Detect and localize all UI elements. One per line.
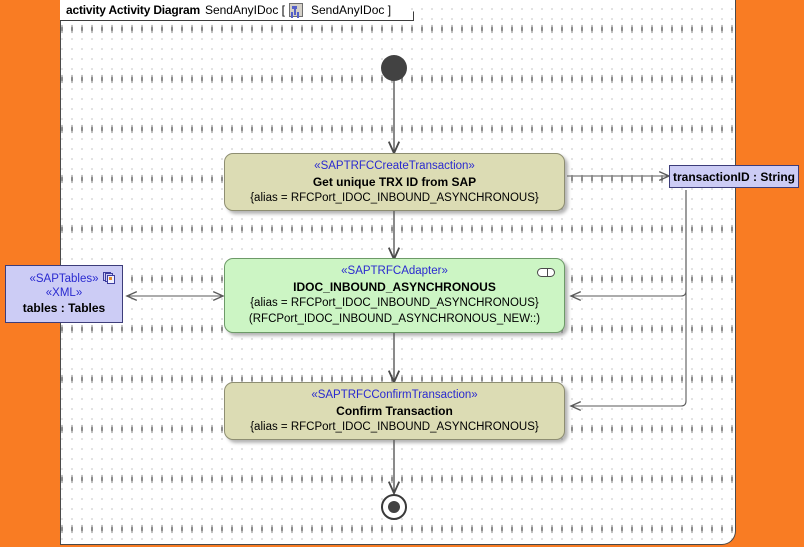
frame-title-bar: activity Activity Diagram SendAnyIDoc [ … [60, 0, 414, 21]
action-properties-secondary: (RFCPort_IDOC_INBOUND_ASYNCHRONOUS_NEW::… [248, 313, 541, 325]
object-stereotype-primary: «SAPTables» [29, 273, 99, 285]
object-node-tables[interactable]: «SAPTables» «XML» tables : Tables [5, 265, 123, 323]
activity-final-node[interactable] [381, 494, 407, 520]
action-stereotype: «SAPTRFCCreateTransaction» [314, 159, 475, 172]
object-label: tables : Tables [22, 301, 106, 315]
action-properties: {alias = RFCPort_IDOC_INBOUND_ASYNCHRONO… [250, 191, 539, 204]
port-icon [537, 268, 555, 277]
action-idoc-inbound-asynchronous[interactable]: «SAPTRFCAdapter» IDOC_INBOUND_ASYNCHRONO… [224, 258, 565, 333]
action-label: IDOC_INBOUND_ASYNCHRONOUS [293, 280, 496, 294]
action-stereotype: «SAPTRFCAdapter» [341, 265, 448, 277]
activity-diagram-icon [289, 3, 303, 17]
action-properties: {alias = RFCPort_IDOC_INBOUND_ASYNCHRONO… [250, 420, 539, 433]
initial-node[interactable] [381, 55, 407, 81]
action-properties: {alias = RFCPort_IDOC_INBOUND_ASYNCHRONO… [250, 297, 539, 309]
action-get-unique-trx-id[interactable]: «SAPTRFCCreateTransaction» Get unique TR… [224, 153, 565, 211]
object-stereotype-secondary: «XML» [45, 287, 83, 299]
frame-keyword: activity Activity Diagram [66, 3, 200, 17]
frame-qualified-name: SendAnyIDoc ] [311, 3, 392, 17]
action-confirm-transaction[interactable]: «SAPTRFCConfirmTransaction» Confirm Tran… [224, 382, 565, 440]
stacked-documents-icon [103, 272, 116, 285]
object-node-transaction-id[interactable]: transactionID : String [669, 165, 799, 188]
object-label: transactionID : String [672, 169, 795, 184]
action-label: Confirm Transaction [336, 403, 453, 418]
action-label: Get unique TRX ID from SAP [312, 174, 477, 189]
frame-name: SendAnyIDoc [ [204, 3, 285, 17]
action-stereotype: «SAPTRFCConfirmTransaction» [311, 388, 478, 401]
